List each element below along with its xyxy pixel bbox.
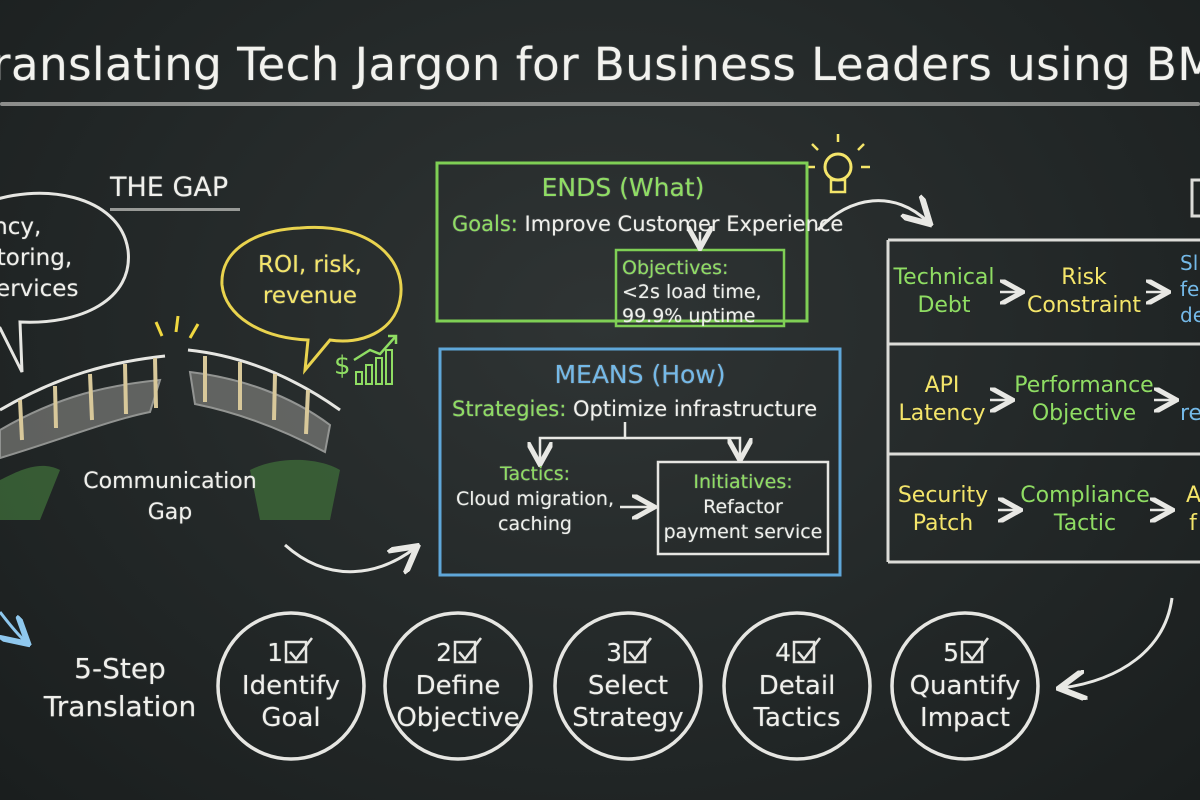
step-number: 5 [917,640,959,666]
mapping-text: f [1189,511,1197,536]
mapping-text: Debt [917,293,971,318]
broken-bridge-icon [0,315,341,520]
step-line: Goal [261,703,321,733]
mapping-bmm-term: Risk Constraint [1022,264,1146,320]
business-bubble-line: ROI, risk, [258,252,362,278]
mapping-bmm-term: Compliance Tactic [1018,482,1152,538]
objectives-line: 99.9% uptime [622,305,756,327]
communication-gap-label: Communication Gap [60,466,280,528]
mapping-tech-term: Security Patch [888,482,998,538]
steps-label-line: 5-Step [74,652,166,685]
step-line: Tactics [753,703,841,733]
step-5: Quantify Impact [892,670,1038,734]
title-underline [0,102,1200,106]
tech-bubble-line: oservices [0,276,79,302]
step-number: 2 [410,640,452,666]
step-number: 4 [749,640,791,666]
objectives-label: Objectives: [622,257,729,279]
mapping-text: fe [1180,277,1200,301]
mapping-bmm-term: Performance Objective [1010,372,1158,428]
tactics-line: caching [498,513,572,535]
mapping-text: Patch [912,511,974,536]
step-number: 1 [241,640,283,666]
step-line: Select [587,671,669,701]
checkbox-icon [284,637,989,664]
communication-gap-line: Communication [83,469,257,494]
means-strategies: Strategies: Optimize infrastructure [452,397,817,421]
step-line: Quantify [909,671,1021,701]
strategies-text: Optimize infrastructure [573,397,818,421]
tactics-label: Tactics: [499,463,571,485]
mapping-text: Technical [893,265,995,290]
mapping-text: Latency [898,401,986,426]
mapping-business-term: Sl fe de [1180,250,1200,328]
step-line: Detail [758,671,836,701]
tactics-block: Tactics: Cloud migration, caching [455,462,615,537]
mapping-text: API [924,373,960,398]
initiatives-line: payment service [663,521,823,543]
goals-text: Improve Customer Experience [524,212,844,236]
step-4: Detail Tactics [724,670,870,734]
mapping-text: Tactic [1053,511,1117,536]
mapping-tech-term: Technical Debt [888,264,1000,320]
dollar-growth-icon: $ [334,334,398,385]
objectives-box: Objectives: <2s load time, 99.9% uptime [622,256,782,328]
mapping-tech-term: API Latency [888,372,996,428]
mapping-text: Sl [1180,251,1199,275]
initiatives-line: Refactor [703,496,783,518]
mapping-business-term: re [1180,372,1200,428]
step-1: Identify Goal [218,670,364,734]
communication-gap-line: Gap [147,500,193,525]
step-number: 3 [580,640,622,666]
mapping-business-term: A f [1186,482,1200,538]
ends-goals: Goals: Improve Customer Experience [452,212,843,236]
tech-bubble-line: actoring, [0,245,73,271]
gap-title-underline [110,208,240,211]
mapping-text: re [1180,401,1200,426]
step-3: Select Strategy [555,670,701,734]
step-line: Identify [241,671,341,701]
step-2: Define Objective [385,670,531,734]
step-line: Impact [920,703,1010,733]
page-title: ranslating Tech Jargon for Business Lead… [0,38,1200,91]
strategies-label: Strategies: [452,397,567,421]
mapping-text: Security [897,483,989,508]
step-number-text: 1 [267,638,283,667]
means-heading: MEANS (How) [554,360,726,389]
objectives-line: <2s load time, [622,281,762,303]
step-line: Define [415,671,501,701]
tactics-line: Cloud migration, [455,488,615,510]
mapping-text: Constraint [1026,293,1142,318]
gap-title: THE GAP [110,172,229,203]
mapping-text: Performance [1014,373,1154,398]
tech-speech-bubble-icon [0,191,130,373]
mapping-text: Risk [1061,265,1107,290]
initiatives-box: Initiatives: Refactor payment service [660,470,826,545]
steps-label-line: Translation [43,690,197,723]
steps-label: 5-Step Translation [30,650,210,726]
step-number-text: 2 [436,638,452,667]
business-bubble-line: revenue [262,283,358,309]
mapping-text: Objective [1031,401,1137,426]
initiatives-label: Initiatives: [693,471,793,493]
business-speech-bubble-icon [220,225,403,375]
goals-label: Goals: [452,212,518,236]
ends-heading: ENDS (What) [541,173,705,202]
svg-text:$: $ [334,351,351,381]
mapping-text: A [1186,483,1200,508]
step-number-text: 3 [606,638,622,667]
step-number-text: 5 [943,638,959,667]
step-line: Objective [396,703,520,733]
step-number-text: 4 [775,638,791,667]
business-bubble-text: ROI, risk, revenue [240,250,380,312]
tech-bubble-line: tency, [0,214,42,240]
mapping-text: de [1180,303,1200,327]
lightbulb-icon [806,134,870,194]
step-line: Strategy [572,703,684,733]
mapping-text [1180,372,1200,400]
mapping-text: Compliance [1020,483,1150,508]
tech-bubble-text: tency, actoring, oservices [0,212,120,305]
